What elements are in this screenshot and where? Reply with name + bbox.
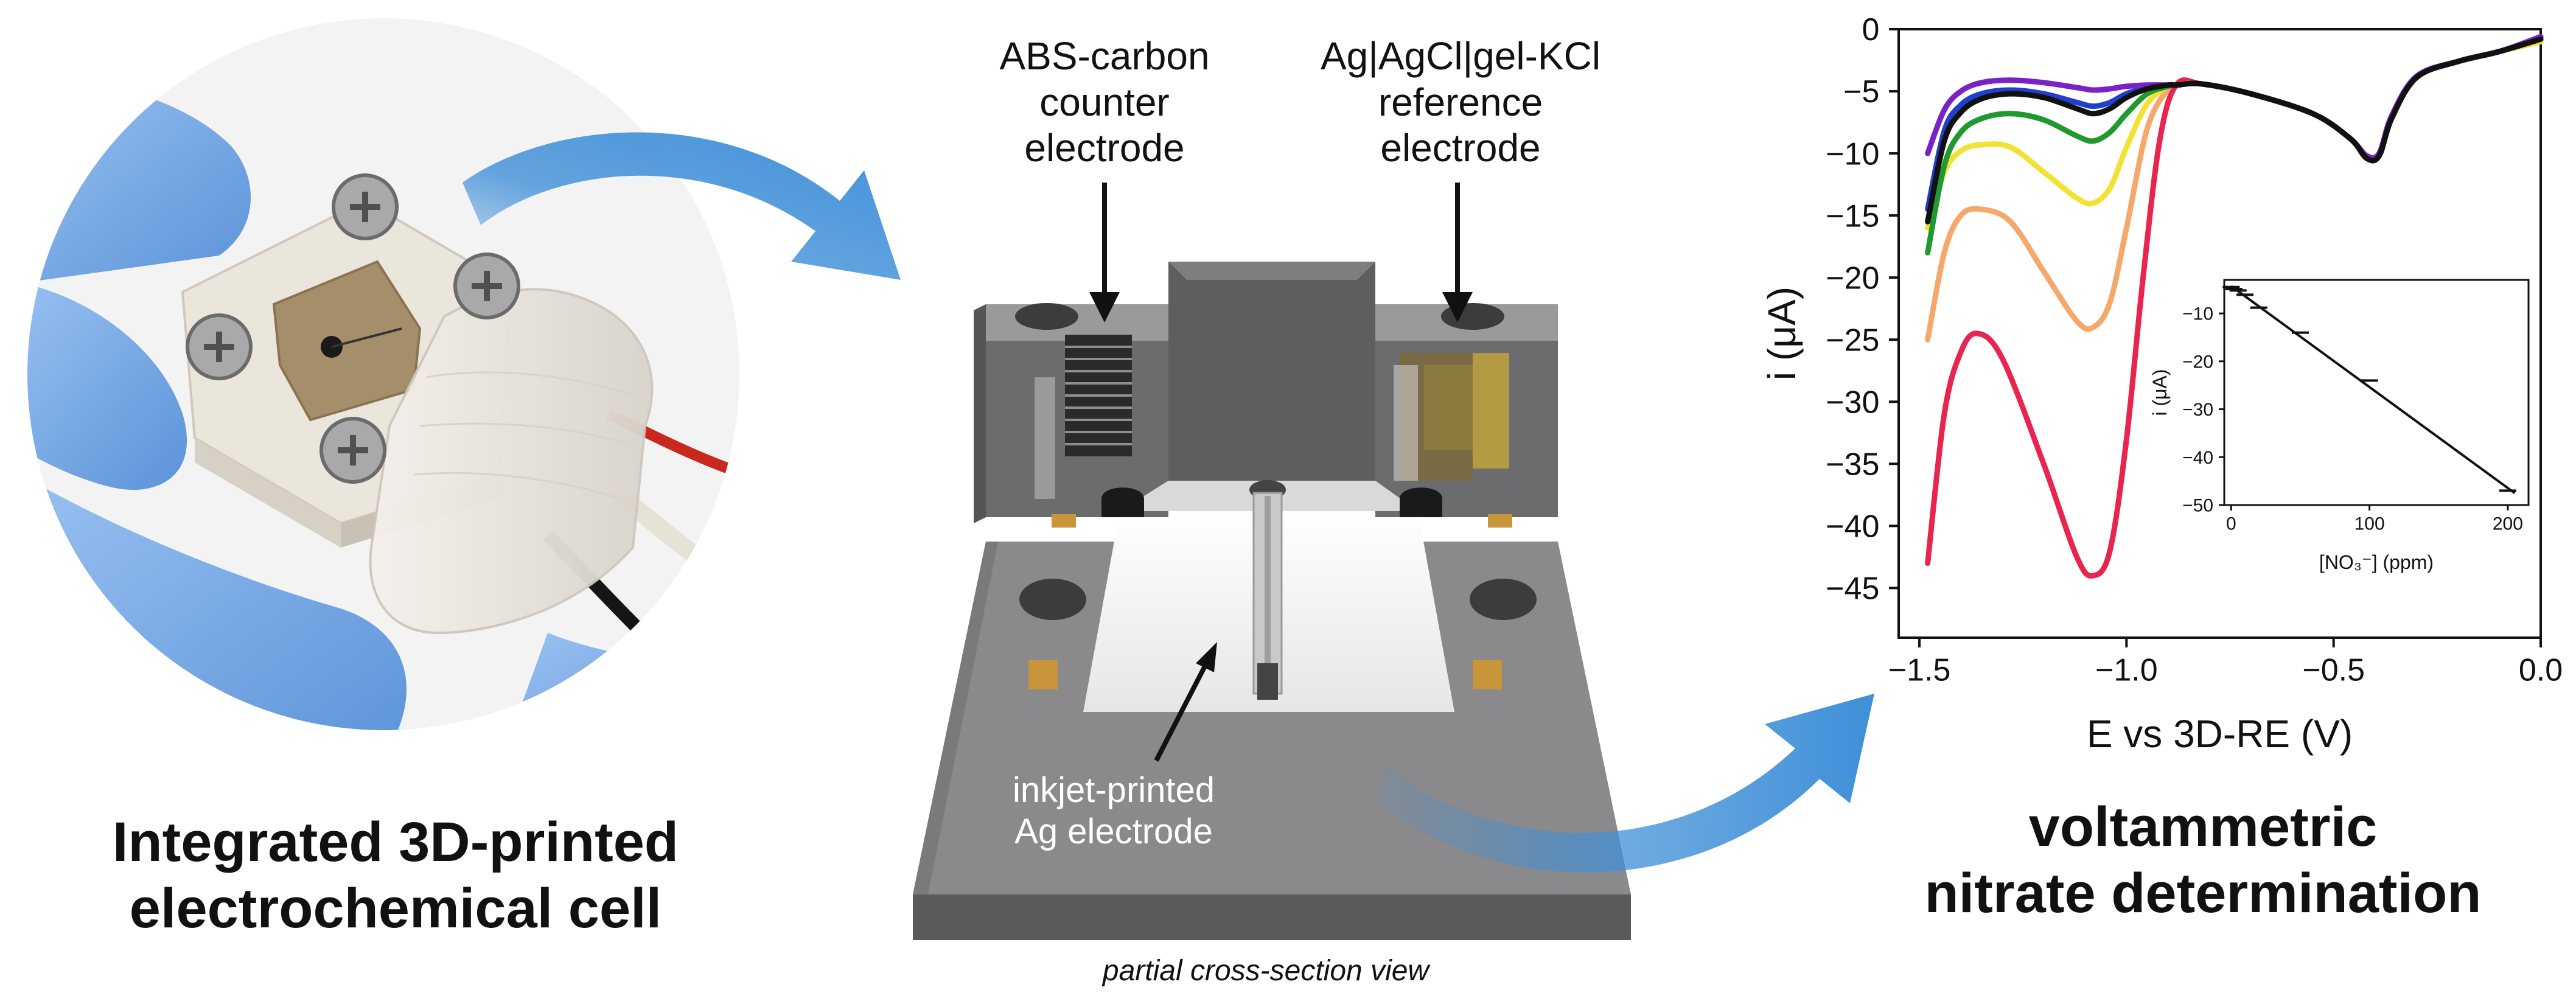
y-tick-label: 0 <box>1862 12 1879 47</box>
screw-icon <box>332 173 399 240</box>
ag-label-top: inkjet-printed <box>1012 770 1215 810</box>
counter-electrode-coil <box>1065 335 1132 456</box>
y-tick-label: −45 <box>1826 571 1879 607</box>
reference-electrode-label: Ag|AgCl|gel-KCl reference electrode <box>1290 33 1631 172</box>
screw-icon <box>186 313 253 380</box>
x-tick-label: 200 <box>2493 514 2523 534</box>
x-tick-label: 100 <box>2354 514 2385 534</box>
reference-label-mid: reference <box>1378 80 1543 124</box>
calibration-inset-chart: 0 100 200 −10 −20 −30 −40 −50 [NO₃⁻] (ppm) i (μA) <box>2149 279 2530 573</box>
screw-icon <box>453 253 520 319</box>
section-caption: partial cross-section view <box>1102 955 1429 987</box>
ag-pointer-arrow <box>1154 642 1217 762</box>
y-tick-label: −30 <box>1826 385 1879 420</box>
right-title: voltammetric nitrate determination <box>1838 794 2568 926</box>
reference-pointer-arrow <box>1442 183 1473 322</box>
ag-electrode-strip <box>1249 480 1286 700</box>
y-tick-label: −20 <box>1826 260 1879 296</box>
reference-label-bot: electrode <box>1380 126 1541 170</box>
x-tick-label: −1.0 <box>2095 653 2158 688</box>
counter-label-mid: counter <box>1039 80 1170 124</box>
x-tick-label: 0 <box>2226 514 2236 534</box>
y-tick-label: −50 <box>2182 496 2213 516</box>
y-tick-label: −40 <box>2182 448 2213 468</box>
counter-label-top: ABS-carbon <box>999 34 1210 78</box>
right-title-line1: voltammetric <box>2028 796 2378 858</box>
arrow-to-voltammogram <box>1375 694 1874 873</box>
left-title: Integrated 3D-printed electrochemical ce… <box>37 809 755 941</box>
cv-series-6 <box>1925 36 2544 225</box>
screw-icon <box>319 417 386 484</box>
left-title-line2: electrochemical cell <box>129 877 662 940</box>
left-title-line1: Integrated 3D-printed <box>112 811 679 873</box>
x-tick-label: −0.5 <box>2302 653 2365 688</box>
ag-electrode-label: inkjet-printed Ag electrode <box>974 770 1254 853</box>
right-title-line2: nitrate determination <box>1924 862 2482 924</box>
y-tick-label: −25 <box>1826 322 1879 358</box>
reference-label-top: Ag|AgCl|gel-KCl <box>1320 34 1601 78</box>
ag-label-bot: Ag electrode <box>1014 812 1213 852</box>
x-axis-label: [NO₃⁻] (ppm) <box>2319 551 2434 573</box>
glove-thumb <box>27 280 187 490</box>
counter-label-bot: electrode <box>1024 126 1185 170</box>
y-tick-label: −30 <box>2182 400 2213 420</box>
x-axis-label: E vs 3D-RE (V) <box>2087 712 2353 756</box>
arrow-to-cross-section <box>462 132 901 280</box>
y-tick-label: −10 <box>1826 136 1879 172</box>
counter-pointer-arrow <box>1089 183 1120 322</box>
y-tick-label: −10 <box>2182 304 2213 324</box>
y-tick-label: −5 <box>1843 74 1879 110</box>
reference-electrode <box>1394 353 1509 481</box>
y-tick-label: −15 <box>1826 198 1879 234</box>
y-tick-label: −40 <box>1826 509 1879 545</box>
y-tick-label: −35 <box>1826 447 1879 482</box>
counter-electrode-label: ABS-carbon counter electrode <box>962 33 1248 172</box>
x-tick-label: −1.5 <box>1888 653 1951 688</box>
y-axis-label: i (μA) <box>1760 287 1804 380</box>
y-tick-label: −20 <box>2182 352 2213 372</box>
y-axis-label: i (μA) <box>2149 369 2171 416</box>
cell-photo <box>27 18 739 730</box>
x-tick-label: 0.0 <box>2519 653 2563 688</box>
calibration-fit-line <box>2230 285 2516 494</box>
cross-section-render <box>913 262 1631 940</box>
